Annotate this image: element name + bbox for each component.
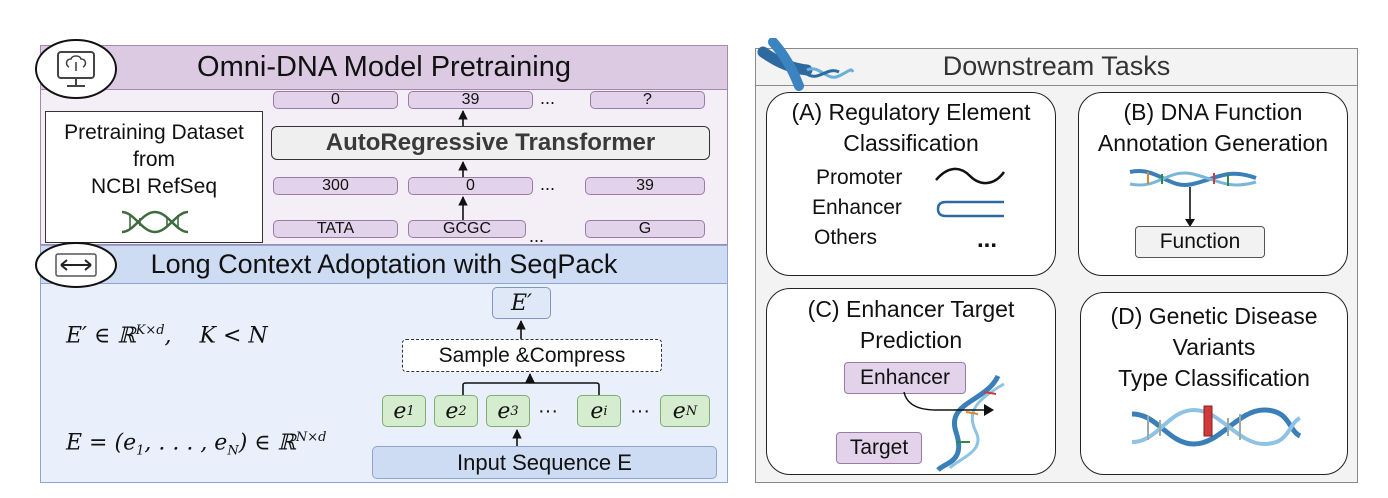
output-token-2: ? xyxy=(590,91,705,109)
promoter-wave-icon xyxy=(935,167,1006,185)
pretraining-title: Omni-DNA Model Pretraining xyxy=(40,45,728,90)
mutation-dna-icon xyxy=(1131,405,1302,447)
enhancer-target-arrow xyxy=(903,391,994,416)
input-id-2: 39 xyxy=(585,177,705,195)
output-token-1: 39 xyxy=(408,91,533,109)
autoregressive-transformer: AutoRegressive Transformer xyxy=(271,126,710,160)
target-box: Target xyxy=(836,432,922,464)
input-id-ellipsis: ... xyxy=(540,174,556,194)
dna-helix-icon xyxy=(1129,169,1257,187)
input-sequence-box: Input Sequence E xyxy=(372,446,717,479)
input-base-1: GCGC xyxy=(408,220,526,238)
pretraining-dataset-label: Pretraining Dataset from NCBI RefSeq xyxy=(64,121,244,198)
task-a-title: (A) Regulatory Element Classification xyxy=(791,99,1031,156)
others-label: Others xyxy=(814,226,878,249)
brain-monitor-icon xyxy=(34,38,118,100)
long-context-title: Long Context Adoptation with SeqPack xyxy=(40,245,728,284)
enhancer-hairpin-icon xyxy=(936,200,1004,218)
e-prime-box: E′ xyxy=(492,287,551,319)
input-base-2: G xyxy=(585,220,705,238)
enhancer-label: Enhancer xyxy=(812,196,902,219)
promoter-label: Promoter xyxy=(816,166,903,189)
input-id-1: 0 xyxy=(408,177,533,195)
function-box: Function xyxy=(1135,226,1265,258)
input-id-0: 300 xyxy=(273,177,398,195)
enhancer-box: Enhancer xyxy=(844,362,966,394)
formula-sequence: E = (e1, . . . , eN) ∈ ℝN×d xyxy=(66,430,327,459)
dna-strand-icon xyxy=(936,374,1005,472)
chromosome-icon xyxy=(757,38,855,91)
pretraining-dataset-box: Pretraining Dataset from NCBI RefSeq xyxy=(45,111,263,243)
task-a-card xyxy=(766,92,1056,276)
task-c-title: (C) Enhancer Target Prediction xyxy=(807,296,1015,353)
task-b-title: (B) DNA Function Annotation Generation xyxy=(1097,99,1329,156)
dna-icon xyxy=(121,210,189,234)
long-context-arrows xyxy=(462,320,600,446)
formula-compressed: E′ ∈ ℝK×d, K < N xyxy=(66,323,268,349)
others-dots: ... xyxy=(977,226,998,253)
task-d-card xyxy=(1080,292,1348,475)
sample-compress-box: Sample &Compress xyxy=(402,339,662,372)
token-ellipsis-2: ··· xyxy=(630,400,650,422)
output-token-0: 0 xyxy=(273,91,398,109)
output-ellipsis: ... xyxy=(540,88,556,108)
resize-arrows-icon xyxy=(34,241,118,289)
downstream-title: Downstream Tasks xyxy=(755,48,1358,86)
input-base-0: TATA xyxy=(273,220,398,238)
pretrain-arrows xyxy=(458,110,468,220)
token-ellipsis-1: ··· xyxy=(538,400,558,422)
input-base-ellipsis: ... xyxy=(529,226,545,246)
task-b-arrow xyxy=(1185,187,1195,227)
task-d-title: (D) Genetic Disease Variants Type Classi… xyxy=(1110,303,1318,391)
